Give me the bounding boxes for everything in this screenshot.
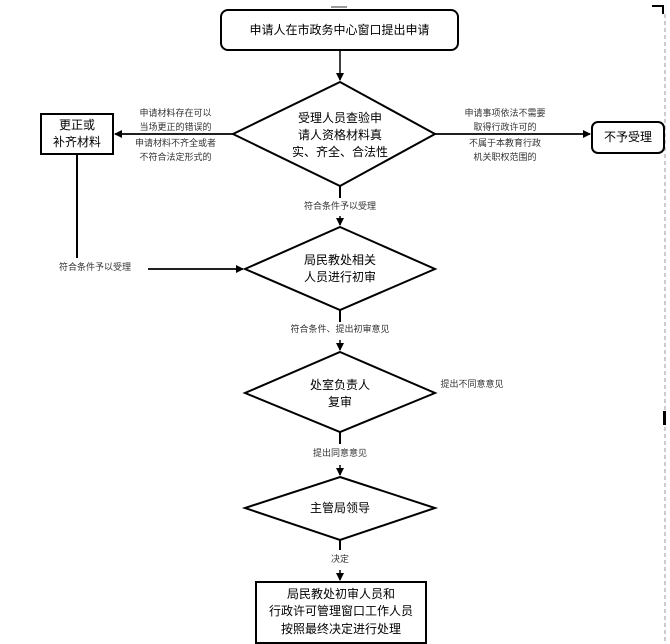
label-to-reject-lower: 不属于本教育行政 机关职权范围的 bbox=[468, 139, 541, 163]
final-box bbox=[255, 581, 427, 644]
leader-text: 主管局领导 bbox=[309, 501, 370, 515]
edge-marker bbox=[663, 411, 666, 425]
label-office-agree: 提出同意意见 bbox=[312, 449, 367, 459]
corner-mark bbox=[652, 5, 664, 14]
label-correct-accept: 符合条件予以受理 bbox=[58, 263, 131, 273]
start-box-text: 申请人在市政务中心窗口提出申请 bbox=[249, 23, 430, 37]
label-initial-pass: 符合条件、提出初审意见 bbox=[290, 325, 390, 335]
correct-box bbox=[40, 113, 114, 155]
initial-review-text: 局民教处相关 人员进行初审 bbox=[303, 253, 376, 284]
office-review-text: 处室负责人 复审 bbox=[309, 378, 370, 409]
reject-box-text: 不予受理 bbox=[603, 130, 652, 144]
check-diamond-text: 受理人员查验申 请人资格材料真 实、齐全、合法性 bbox=[291, 111, 388, 159]
reject-box bbox=[591, 121, 665, 154]
label-office-disagree: 提出不同意意见 bbox=[440, 380, 504, 390]
label-to-correct-upper: 申请材料存在可以 当场更正的错误的 bbox=[139, 109, 212, 133]
correct-box-text: 更正或 补齐材料 bbox=[52, 118, 101, 149]
label-to-correct-lower: 申请材料不齐全或者 不符合法定形式的 bbox=[134, 139, 216, 163]
label-to-reject-upper: 申请事项依法不需要 取得行政许可的 bbox=[464, 109, 546, 133]
final-box-text: 局民教处初审人员和 行政许可管理窗口工作人员 按照最终决定进行处理 bbox=[268, 587, 413, 636]
label-leader-decide: 决定 bbox=[330, 555, 349, 565]
label-check-accept: 符合条件予以受理 bbox=[303, 202, 376, 212]
